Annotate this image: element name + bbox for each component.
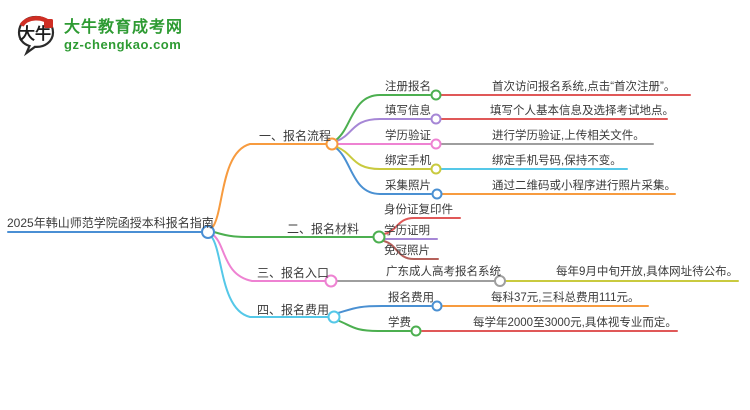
branch2-label: 二、报名材料 [287, 222, 360, 236]
branch1-child4-node-circle[interactable] [430, 163, 442, 175]
logo-subtitle: gz-chengkao.com [64, 37, 182, 52]
branch4-child2-leaf: 每学年2000至3000元,具体视专业而定。 [473, 317, 677, 329]
branch3-node-circle[interactable] [324, 274, 338, 288]
branch1-line [211, 143, 327, 229]
branch4-child1-node-circle[interactable] [431, 300, 443, 312]
root-node-circle[interactable] [201, 225, 215, 239]
branch1-child1-node-circle[interactable] [430, 89, 442, 101]
branch1-child5-leaf: 通过二维码或小程序进行照片采集。 [492, 180, 676, 192]
branch1-child4-label: 绑定手机 [385, 155, 431, 167]
branch4-child1-leaf: 每科37元,三科总费用111元。 [491, 292, 640, 304]
logo-bubble-icon: 大牛 [17, 15, 55, 57]
logo-icon-characters: 大牛 [19, 24, 51, 43]
branch2-child3-line [383, 240, 439, 260]
branch4-child2-label: 学费 [388, 317, 411, 329]
branch3-label: 三、报名入口 [257, 266, 330, 280]
branch4-line [210, 235, 329, 318]
branch1-child1-line [335, 94, 431, 141]
branch1-node-circle[interactable] [325, 137, 339, 151]
branch3-child1-node-circle[interactable] [494, 275, 506, 287]
branch1-child1-label: 注册报名 [385, 81, 431, 93]
branch1-child5-label: 采集照片 [385, 180, 431, 192]
branch1-child4-line [336, 146, 431, 170]
branch3-child1-leaf: 每年9月中旬开放,具体网址待公布。 [556, 266, 739, 278]
branch4-child1-label: 报名费用 [388, 292, 434, 304]
branch2-line [213, 231, 374, 238]
branch3-child1-label: 广东成人高考报名系统 [386, 266, 501, 278]
logo-red-seal [44, 19, 53, 28]
branch1-child2-label: 填写信息 [385, 105, 431, 117]
branch1-child2-line [336, 118, 431, 142]
branch1-child4-leaf: 绑定手机号码,保持不变。 [492, 155, 622, 167]
branch3-line [211, 233, 326, 282]
branch4-child2-node-circle[interactable] [410, 325, 422, 337]
branch1-child5-line [335, 147, 432, 195]
root-label: 2025年韩山师范学院函授本科报名指南 [7, 216, 214, 230]
branch1-child2-node-circle[interactable] [430, 113, 442, 125]
branch1-child3-leaf: 进行学历验证,上传相关文件。 [492, 130, 645, 142]
branch4-child1-line [337, 305, 432, 314]
branch1-label: 一、报名流程 [259, 129, 332, 143]
branch4-label: 四、报名费用 [257, 303, 330, 317]
branch2-node-circle[interactable] [372, 230, 386, 244]
branch2-child1-label: 身份证复印件 [384, 204, 453, 216]
branch4-node-circle[interactable] [327, 310, 341, 324]
branch2-child3-label: 免冠照片 [384, 245, 430, 257]
site-logo[interactable]: 大牛 大牛教育成考网 gz-chengkao.com [14, 12, 183, 58]
branch2-child1-line [383, 217, 461, 235]
branch2-child2-label: 学历证明 [384, 225, 430, 237]
branch1-child3-label: 学历验证 [385, 130, 431, 142]
branch1-child3-node-circle[interactable] [430, 138, 442, 150]
branch4-child2-line [336, 319, 411, 332]
logo-title: 大牛教育成考网 [64, 19, 184, 36]
branch1-child2-leaf: 填写个人基本信息及选择考试地点。 [490, 105, 674, 117]
branch1-child1-leaf: 首次访问报名系统,点击“首次注册”。 [492, 81, 676, 93]
branch1-child5-node-circle[interactable] [431, 188, 443, 200]
